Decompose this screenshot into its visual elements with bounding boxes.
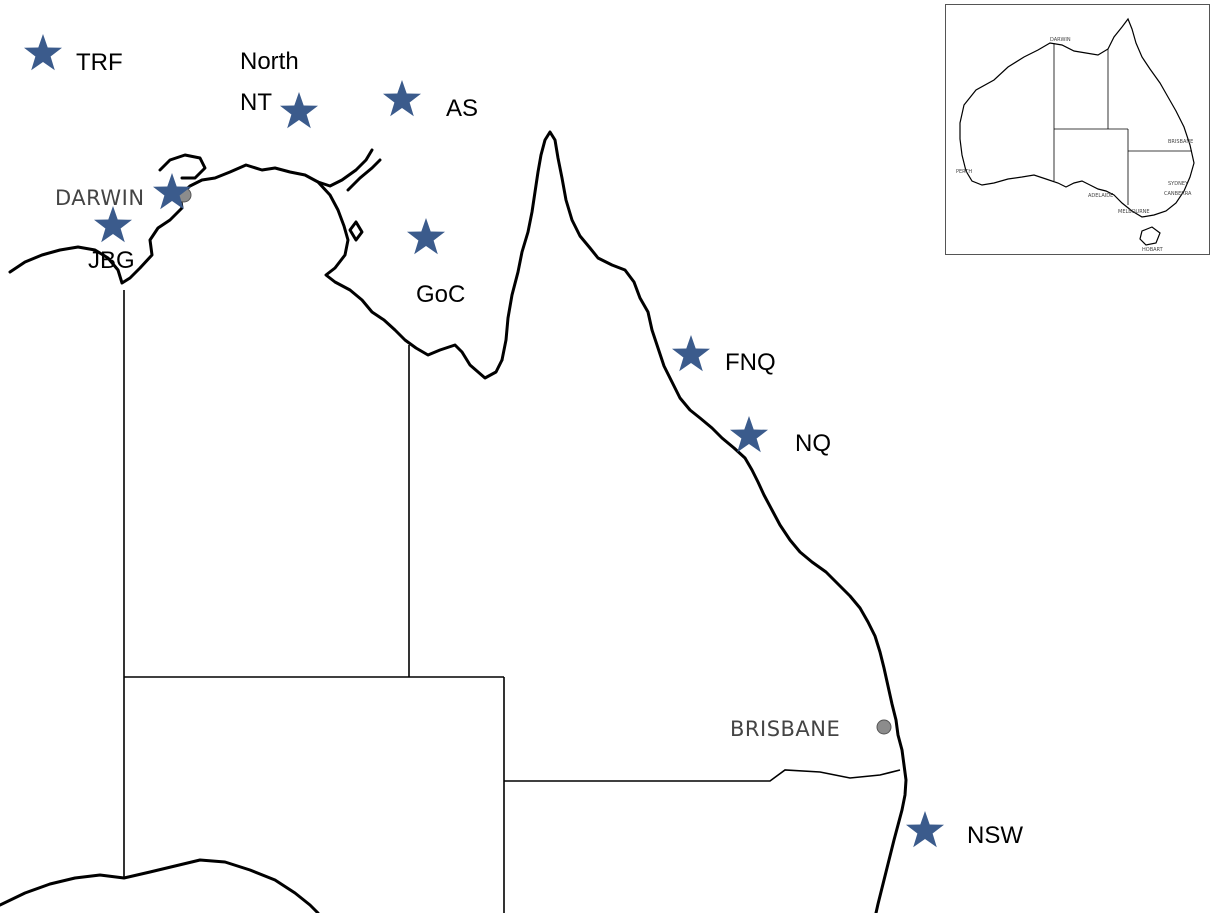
inset-city-labels: DARWIN PERTH ADELAIDE BRISBANE SYDNEY CA… — [956, 37, 1193, 253]
as-star-icon — [383, 80, 421, 117]
goc-label: GoC — [416, 281, 465, 308]
inset-tasmania — [1139, 226, 1161, 246]
island-fragment — [348, 220, 364, 242]
trf-label: TRF — [76, 49, 123, 76]
cape-york-coast — [500, 130, 908, 913]
brisbane-label: BRISBANE — [730, 717, 840, 741]
state-borders — [123, 290, 901, 913]
nq-star-icon — [730, 416, 768, 453]
nsw-label: NSW — [967, 822, 1023, 849]
sa-coast — [0, 858, 320, 913]
inset-melbourne: MELBOURNE — [1118, 209, 1150, 215]
coastline — [0, 130, 908, 913]
jbg-label: JBG — [88, 247, 135, 274]
fnq-star-icon — [672, 335, 710, 372]
islands-north — [346, 158, 382, 192]
inset-darwin: DARWIN — [1050, 37, 1071, 43]
inset-sydney: SYDNEY — [1168, 181, 1189, 187]
north-coast — [8, 148, 374, 285]
inset-hobart: HOBART — [1142, 247, 1164, 253]
north-nt-star-icon — [280, 92, 318, 129]
nq-label: NQ — [795, 430, 831, 457]
inset-map-svg: DARWIN PERTH ADELAIDE BRISBANE SYDNEY CA… — [956, 17, 1195, 253]
jbg-star-icon — [94, 206, 132, 243]
as-label: AS — [446, 95, 478, 122]
inset-perth: PERTH — [956, 169, 972, 175]
north-nt-label-line1: North — [240, 48, 299, 75]
arnhem-east-coast — [316, 180, 504, 380]
fnq-label: FNQ — [725, 349, 776, 376]
inset-brisbane: BRISBANE — [1168, 139, 1193, 145]
qld-nsw-border — [504, 769, 901, 782]
city-brisbane: BRISBANE — [730, 717, 892, 741]
goc-star-icon — [407, 218, 445, 255]
inset-state-borders — [1053, 43, 1192, 205]
inset-canberra: CANBERRA — [1164, 191, 1192, 197]
inset-mainland — [959, 17, 1195, 218]
nsw-star-icon — [906, 811, 944, 848]
inset-adelaide: ADELAIDE — [1088, 193, 1113, 199]
darwin-label: DARWIN — [55, 186, 145, 210]
australia-inset-map: DARWIN PERTH ADELAIDE BRISBANE SYDNEY CA… — [945, 4, 1210, 255]
brisbane-dot — [876, 719, 892, 735]
site-labels: TRF North NT AS JBG GoC FNQ NQ NSW — [76, 48, 1023, 849]
north-nt-label-line2: NT — [240, 89, 272, 116]
trf-star-icon — [24, 34, 62, 71]
top-end-peninsula — [158, 153, 207, 180]
